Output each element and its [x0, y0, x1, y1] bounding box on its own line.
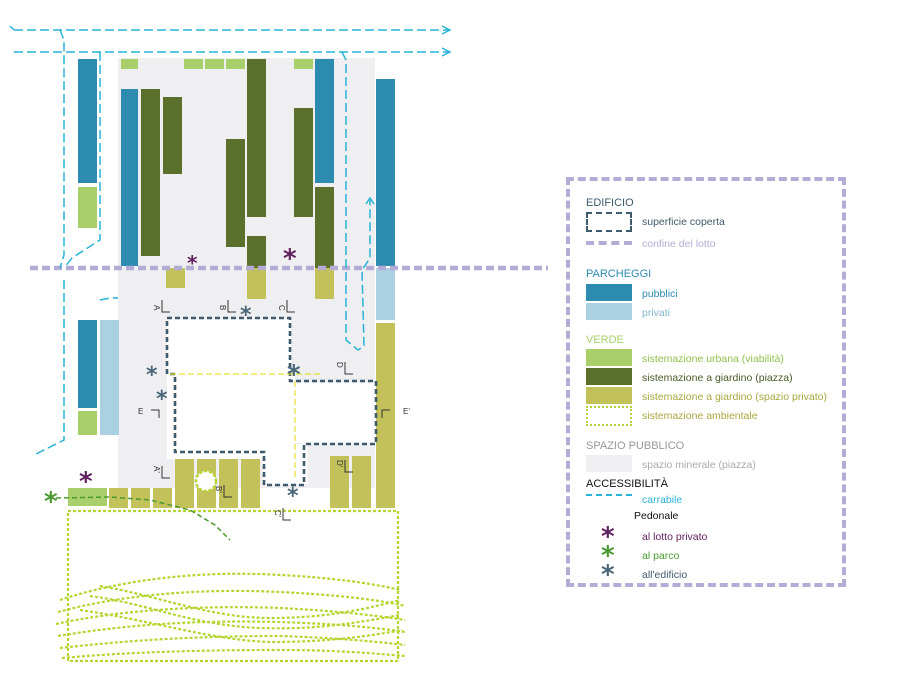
svg-text:A': A': [152, 466, 161, 473]
asterisk-icon: *: [146, 363, 158, 388]
legend-accessibilita-title: ACCESSIBILITÀ: [586, 478, 668, 490]
legend-privato-label: sistemazione a giardino (spazio privato): [642, 391, 828, 403]
asterisk-icon: *: [79, 467, 93, 497]
swatch-privati: [586, 303, 632, 320]
parcheggi-pubblici: [78, 59, 395, 408]
swatch-confine: [586, 241, 632, 245]
legend-ambientale-label: sistemazione ambientale: [642, 410, 758, 422]
planter-circle: [194, 469, 218, 493]
asterisk-icon: *: [601, 560, 615, 590]
legend-edificio-title: EDIFICIO: [586, 197, 634, 209]
legend-superficie-label: superficie coperta: [642, 216, 725, 228]
verde-urbana: [68, 59, 313, 506]
inner-yellow-lines: [170, 373, 320, 478]
legend-carrabile-label: carrabile: [642, 494, 683, 506]
legend-edificio-access-label: all'edificio: [642, 569, 688, 581]
svg-text:D': D': [335, 460, 344, 468]
legend-lotto-label: al lotto privato: [642, 531, 708, 543]
swatch-urbana: [586, 349, 632, 366]
swatch-superficie-coperta: [586, 212, 632, 232]
verde-piazza: [141, 59, 334, 268]
section-markers: [151, 300, 390, 521]
sistemazione-ambientale: [55, 509, 406, 663]
swatch-piazza: [586, 368, 632, 385]
swatch-minerale: [586, 455, 632, 472]
asterisk-icon: *: [601, 522, 615, 552]
asterisk-icon: *: [44, 487, 58, 517]
svg-text:C: C: [277, 305, 286, 311]
svg-text:B: B: [218, 305, 227, 310]
svg-text:E': E': [403, 407, 410, 416]
svg-text:B': B': [214, 486, 223, 493]
legend-urbana-label: sistemazione urbana (viabilità): [642, 353, 784, 365]
svg-text:A: A: [152, 305, 161, 311]
building-footprint: [167, 319, 375, 484]
legend-parcheggi-title: PARCHEGGI: [586, 268, 652, 280]
swatch-carrabile: [586, 494, 632, 496]
carrabile-arrows: [9, 25, 452, 205]
asterisk-icon: *: [601, 541, 615, 571]
svg-text:C': C': [273, 510, 282, 518]
legend-pedonale-label: Pedonale: [634, 510, 679, 522]
swatch-pubblici: [586, 284, 632, 301]
site-plan: A B C D E E' A' B' C' D': [9, 25, 548, 663]
carrabile-routes: [14, 29, 450, 456]
asterisk-icon: *: [187, 251, 198, 275]
asterisk-icon: *: [287, 360, 301, 390]
svg-text:E: E: [138, 407, 143, 416]
swatch-ambientale: [586, 406, 632, 426]
asterisk-icon: *: [156, 387, 168, 412]
legend-privati-label: privati: [642, 307, 671, 319]
svg-text:D: D: [335, 362, 344, 368]
legend-parco-label: al parco: [642, 550, 680, 562]
parcheggi-privati: [100, 268, 395, 435]
asterisk-icon: *: [287, 484, 299, 509]
legend-spazio-title: SPAZIO PUBBLICO: [586, 440, 685, 452]
legend-confine-label: confine del lotto: [642, 238, 716, 250]
legend-minerale-label: spazio minerale (piazza): [642, 459, 756, 471]
legend-verde-title: VERDE: [586, 334, 624, 346]
park-path: [55, 496, 231, 541]
legend: EDIFICIO superficie coperta confine del …: [566, 177, 846, 590]
asterisk-icon: *: [283, 244, 297, 274]
asterisk-icon: *: [240, 303, 252, 328]
section-labels: A B C D E E' A' B' C' D': [138, 305, 410, 518]
legend-piazza-label: sistemazione a giardino (piazza): [642, 372, 793, 384]
swatch-privato: [586, 387, 632, 404]
legend-pubblici-label: pubblici: [642, 288, 678, 300]
